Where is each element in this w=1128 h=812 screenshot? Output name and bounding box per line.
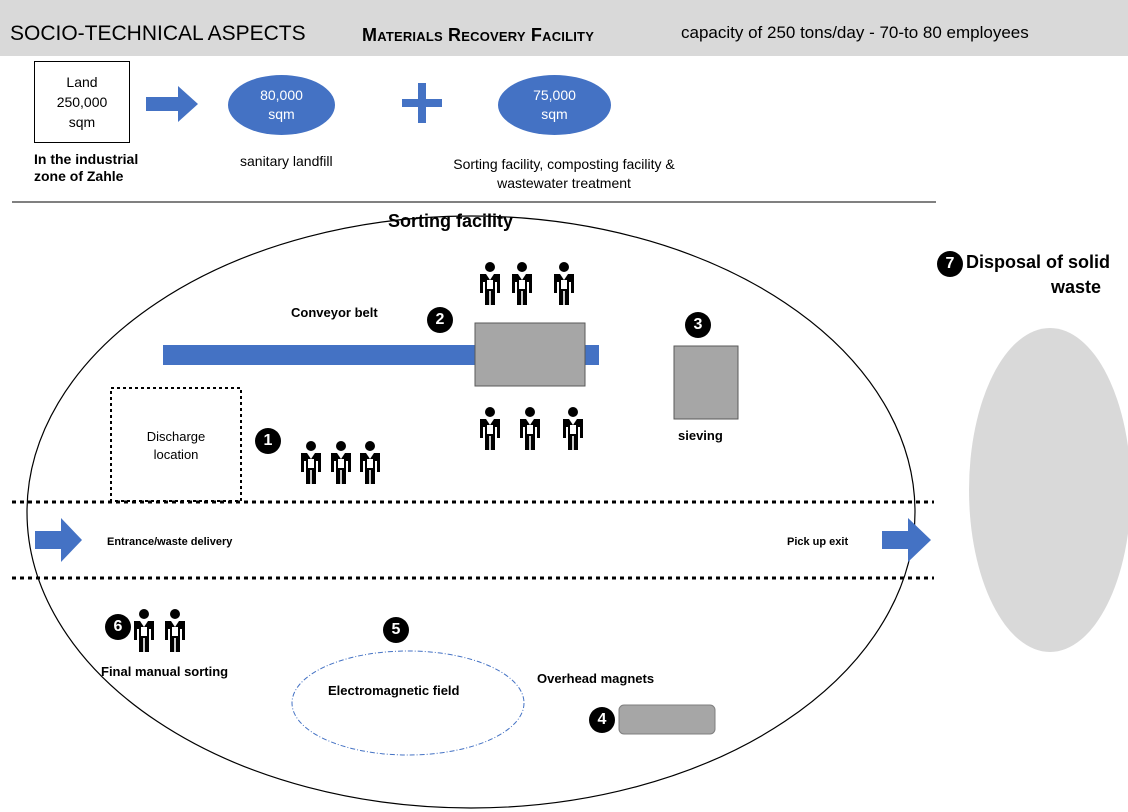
overhead-magnet [618, 704, 716, 735]
disposal-title-line1: Disposal of solid [966, 252, 1111, 272]
facility-boundary [26, 215, 916, 809]
landfill-value: 80,000 [260, 87, 303, 103]
worker-group-belt-bottom [480, 407, 583, 450]
sorting-cabin [474, 322, 586, 387]
header-bar [0, 0, 1128, 56]
sorting-area-caption-line1: Sorting facility, composting facility & [453, 156, 675, 172]
landfill-unit: sqm [268, 106, 295, 122]
plus-icon-v [418, 83, 426, 123]
disposal-area [969, 328, 1128, 652]
step-badge-3: 3 [685, 312, 711, 338]
pickup-exit-label: Pick up exit [787, 536, 849, 548]
conveyor-belt-label: Conveyor belt [291, 305, 378, 320]
discharge-label-line2: location [153, 447, 199, 462]
electromagnetic-field [291, 650, 525, 756]
overhead-magnets-label: Overhead magnets [537, 671, 655, 686]
step-badge-7: 7 [937, 251, 963, 277]
step-badge-1: 1 [255, 428, 281, 454]
final-sorting-label: Final manual sorting [101, 664, 229, 679]
sorting-area-caption-line2: wastewater treatment [497, 175, 631, 191]
step-badge-2: 2 [427, 307, 453, 333]
discharge-location-label: Discharge location [112, 428, 240, 464]
worker-group-discharge [301, 441, 380, 484]
land-caption: In the industrial zone of Zahle [34, 151, 184, 185]
landfill-area-oval: 80,000 sqm [228, 75, 335, 135]
landfill-caption: sanitary landfill [240, 153, 333, 169]
sorting-area-caption: Sorting facility, composting facility & … [419, 155, 709, 193]
arrow-right-icon [146, 86, 198, 122]
disposal-title: Disposal of solid waste [966, 250, 1126, 300]
sieving-machine [673, 345, 739, 420]
land-caption-line2: zone of Zahle [34, 168, 124, 184]
worker-group-belt-top [480, 262, 574, 305]
exit-arrow-icon [882, 518, 931, 562]
worker-group-final-sorting [134, 609, 185, 652]
header-facility-title: Materials Recovery Facility [362, 25, 595, 45]
header-capacity: capacity of 250 tons/day - 70-to 80 empl… [681, 23, 1029, 42]
sorting-area-unit: sqm [541, 106, 568, 122]
discharge-label-line1: Discharge [146, 429, 206, 444]
sorting-area-value: 75,000 [533, 87, 576, 103]
step-badge-4: 4 [589, 707, 615, 733]
disposal-title-line2: waste [1050, 277, 1101, 297]
land-area-box: Land 250,000 sqm [34, 61, 130, 143]
sorting-area-oval: 75,000 sqm [498, 75, 611, 135]
land-label: Land [66, 74, 98, 90]
sieving-label: sieving [678, 428, 723, 443]
header-section-title: SOCIO-TECHNICAL ASPECTS [10, 22, 306, 45]
land-value: 250,000 [56, 94, 108, 110]
entrance-label: Entrance/waste delivery [107, 536, 233, 548]
step-badge-5: 5 [383, 617, 409, 643]
entrance-arrow-icon [35, 518, 82, 562]
electromagnetic-field-label: Electromagnetic field [328, 683, 460, 698]
land-caption-line1: In the industrial [34, 151, 139, 167]
step-badge-6: 6 [105, 614, 131, 640]
sorting-facility-title: Sorting facility [388, 211, 514, 231]
land-unit: sqm [68, 114, 96, 130]
